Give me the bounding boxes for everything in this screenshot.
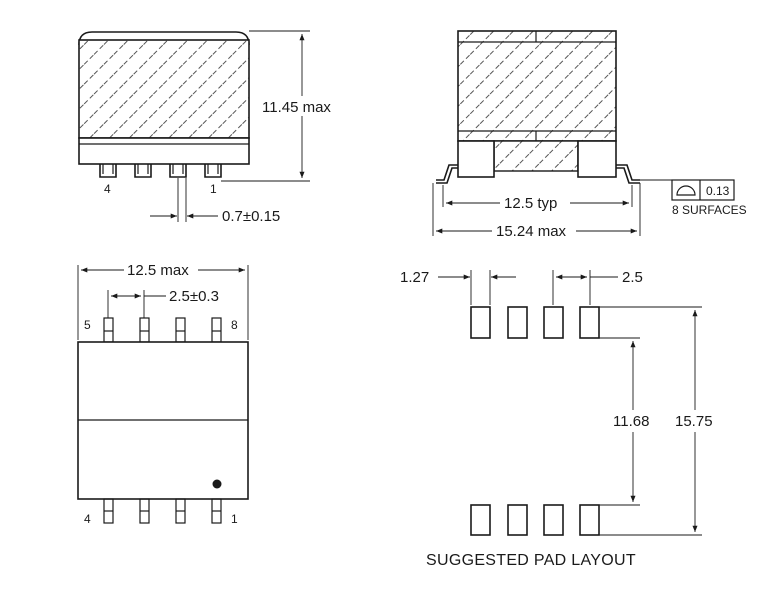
front-view-hatched-core [457,30,617,142]
side-view-hatched-core [78,39,250,139]
side-view-pin-label-right: 1 [210,182,217,196]
pad-row-top [470,306,600,339]
front-view-right-lead [616,167,640,184]
top-view-pin-label-5: 5 [84,318,91,332]
tolerance-note: 8 SURFACES [672,203,747,217]
side-view-leads [99,164,222,178]
side-view: 4 1 11.45 max 0.7±0.15 [78,30,342,225]
pad-layout-view: 1.27 2.5 11.68 15.75 SUGGESTED PAD LAYOU… [400,269,720,569]
front-view-right-foot [577,140,617,178]
top-view-pin-label-4: 4 [84,512,91,526]
tolerance-frame: 0.13 [671,179,735,201]
front-view-left-lead [436,167,458,184]
pad-spacing-label: 12.5 typ [504,195,557,212]
pin-1-marker-dot [212,479,222,489]
pad-width-label: 1.27 [400,269,429,286]
pitch-label: 2.5±0.3 [169,288,219,305]
top-view-pin-label-1: 1 [231,512,238,526]
height-max-label: 11.45 max [262,99,331,116]
top-view-lower-leads [103,498,222,524]
pad-outer-span-label: 15.75 [675,413,713,430]
tolerance-value: 0.13 [706,184,730,198]
side-view-pin-label-left: 4 [104,182,111,196]
pad-pitch-label: 2.5 [622,269,643,286]
front-view: 12.5 typ 15.24 max 0.13 8 SURFACES [432,30,747,241]
top-view-pin-label-8: 8 [231,318,238,332]
pad-row-bottom [470,504,600,536]
side-view-base [78,137,250,165]
lead-width-label: 0.7±0.15 [222,208,280,225]
body-length-label: 12.5 max [127,262,189,279]
front-view-left-foot [457,140,495,178]
pad-inner-span-label: 11.68 [613,413,649,430]
top-view-upper-leads [103,317,222,343]
side-view-top-edge [78,31,250,46]
front-view-center-core [493,140,579,172]
top-view: 12.5 max 2.5±0.3 5 8 4 1 [77,260,249,526]
pad-layout-caption: SUGGESTED PAD LAYOUT [426,552,636,569]
overall-width-label: 15.24 max [496,223,567,240]
profile-of-surface-icon [676,185,696,196]
